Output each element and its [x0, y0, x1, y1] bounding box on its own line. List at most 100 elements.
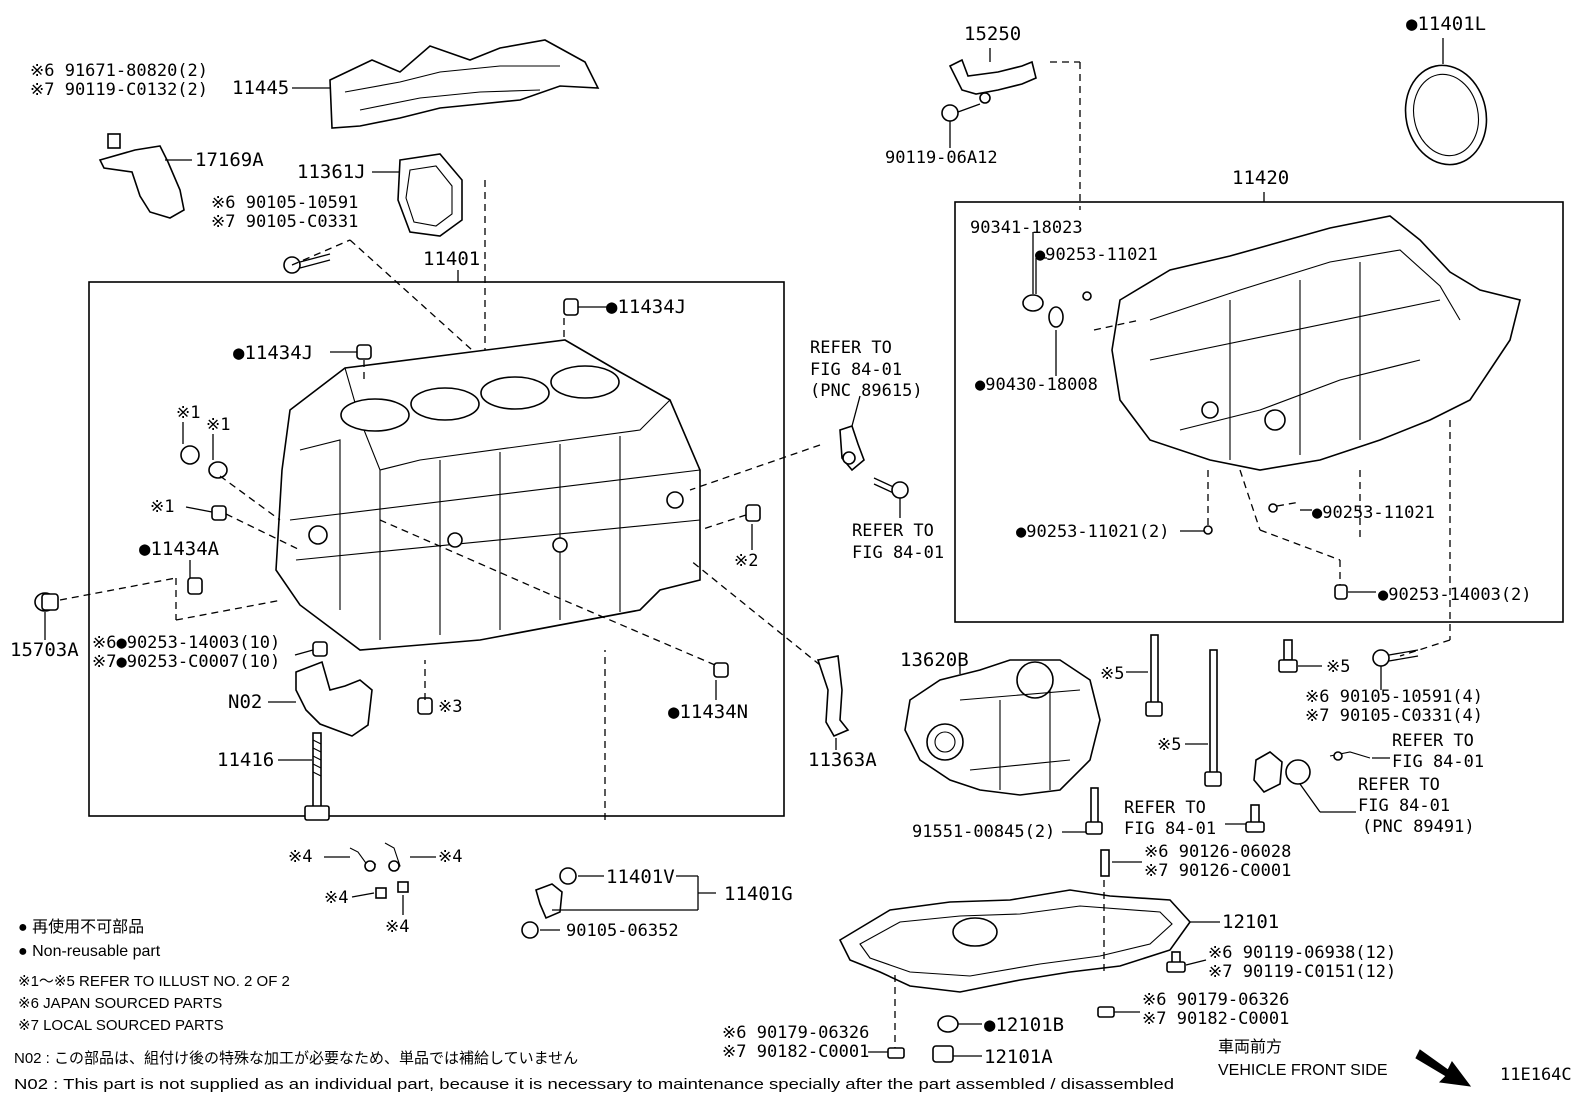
oil-pan-upper-illustration [1111, 215, 1521, 471]
label-90105-c0331-4: ※7 90105-C0331(4) [1305, 706, 1483, 726]
label-11401: 11401 [423, 248, 480, 270]
label-11434j-right: ●11434J [606, 296, 686, 318]
label-90253-11021-c: ●90253-11021(2) [1016, 522, 1170, 542]
refer-to-89491-line3: (PNC 89491) [1362, 817, 1475, 837]
label-90105-06352: 90105-06352 [566, 921, 679, 941]
label-90182-c0001-b: ※7 90182-C0001 [722, 1042, 869, 1062]
refer-to-89491-line1: REFER TO [1358, 775, 1440, 795]
bearing-cap-illustration [295, 660, 373, 737]
label-15250: 15250 [964, 23, 1021, 45]
label-90253-11021-b: ●90253-11021 [1312, 503, 1435, 523]
refer-to-89615-line2: FIG 84-01 [810, 360, 902, 380]
label-x1-a: ※1 [176, 403, 200, 423]
label-90341-18023: 90341-18023 [970, 218, 1083, 238]
label-11401v: 11401V [606, 866, 675, 888]
knock-sensor-illustration [839, 424, 865, 472]
refer-to-bolt-line1: REFER TO [852, 521, 934, 541]
refer-to-89615-line1: REFER TO [810, 338, 892, 358]
note-n02-en: N02 : This part is not supplied as an in… [14, 1076, 1174, 1093]
long-bolt-illustration [1145, 634, 1298, 787]
label-90119-06938: ※6 90119-06938(12) [1208, 943, 1396, 963]
label-12101: 12101 [1222, 911, 1279, 933]
oil-pan-upper-group-box [954, 201, 1564, 623]
label-90430-18008: ●90430-18008 [975, 375, 1098, 395]
label-90119-c0132: ※7 90119-C0132(2) [30, 80, 208, 100]
label-11363a: 11363A [808, 749, 877, 771]
label-11434j-left: ●11434J [233, 342, 313, 364]
bolt-illustration [283, 253, 331, 274]
legend-non-reusable-en: ● Non-reusable part [18, 943, 161, 960]
label-90253-14003-2: ●90253-14003(2) [1378, 585, 1532, 605]
cylinder-block-group-box [88, 281, 785, 817]
drain-plug-gasket-illustration [932, 1015, 959, 1063]
plug-illustration [34, 445, 228, 612]
label-90126-06028: ※6 90126-06028 [1144, 842, 1291, 862]
label-90179-06326-a: ※6 90179-06326 [1142, 990, 1289, 1010]
label-91551-00845: 91551-00845(2) [912, 822, 1055, 842]
label-x5-b: ※5 [1157, 735, 1181, 755]
refer-to-89491-line2: FIG 84-01 [1358, 796, 1450, 816]
label-90179-06326-b: ※6 90179-06326 [722, 1023, 869, 1043]
refer-to-a-line2: FIG 84-01 [1392, 752, 1484, 772]
label-x3: ※3 [438, 697, 462, 717]
label-90253-14003-10: ※6●90253-14003(10) [92, 633, 280, 653]
label-x5-a: ※5 [1100, 664, 1124, 684]
label-x4-b: ※4 [438, 847, 462, 867]
legend-refer-illust: ※1～※5 REFER TO ILLUST NO. 2 OF 2 [18, 973, 290, 990]
label-11420: 11420 [1232, 167, 1289, 189]
hose-illustration [816, 655, 850, 738]
stud-bolt-illustration [1085, 787, 1265, 877]
label-11445: 11445 [232, 77, 289, 99]
bracket-illustration [98, 133, 185, 219]
legend: ● 再使用不可部品 ● Non-reusable part ※1～※5 REFE… [14, 918, 1174, 1093]
label-13620b: 13620B [900, 649, 969, 671]
label-90105-10591: ※6 90105-10591 [211, 193, 358, 213]
label-91671: ※6 91671-80820(2) [30, 61, 208, 81]
vehicle-front-en: VEHICLE FRONT SIDE [1218, 1062, 1388, 1079]
oil-seal-illustration [1404, 64, 1488, 166]
refer-to-b-line2: FIG 84-01 [1124, 819, 1216, 839]
label-11401l: ●11401L [1406, 13, 1486, 35]
oil-pump-illustration [904, 659, 1101, 796]
label-11361j: 11361J [297, 161, 366, 183]
label-90105-10591-4: ※6 90105-10591(4) [1305, 687, 1483, 707]
label-90182-c0001-a: ※7 90182-C0001 [1142, 1009, 1289, 1029]
label-x1-b: ※1 [206, 415, 230, 435]
label-11434n: ●11434N [668, 701, 748, 723]
label-11434a: ●11434A [139, 538, 220, 560]
oil-control-valve-illustration [948, 58, 1037, 104]
refer-to-bolt-line2: FIG 84-01 [852, 543, 944, 563]
knock-sensor-bolt-illustration [873, 477, 909, 499]
cylinder-block-illustration [275, 339, 701, 651]
label-x5-c: ※5 [1326, 657, 1350, 677]
vehicle-front-jp: 車両前方 [1218, 1038, 1282, 1056]
label-x4-c: ※4 [324, 888, 348, 908]
label-90253-11021-a: ●90253-11021 [1035, 245, 1158, 265]
label-11401g: 11401G [724, 883, 793, 905]
legend-local-sourced: ※7 LOCAL SOURCED PARTS [18, 1017, 224, 1034]
direction-indicator: 車両前方 VEHICLE FRONT SIDE [1218, 1038, 1388, 1079]
label-n02: N02 [228, 691, 262, 713]
label-x4-d: ※4 [385, 917, 409, 937]
dowel-pin-illustration [187, 298, 761, 715]
label-12101b: ●12101B [984, 1014, 1064, 1036]
legend-non-reusable-jp: ● 再使用不可部品 [18, 918, 144, 936]
oil-pressure-switch-illustration [1253, 751, 1371, 793]
label-90119-c0151: ※7 90119-C0151(12) [1208, 962, 1396, 982]
label-x4-a: ※4 [288, 847, 312, 867]
label-x2: ※2 [734, 551, 758, 571]
ocv-bolt-illustration [941, 103, 981, 122]
label-90105-c0331: ※7 90105-C0331 [211, 212, 358, 232]
label-90119-06a12: 90119-06A12 [885, 148, 998, 168]
figure-id: 11E164C [1500, 1065, 1572, 1085]
note-n02-jp: N02 : この部品は、組付け後の特殊な加工が必要なため、単品では補給していませ… [14, 1050, 578, 1067]
gasket-illustration [397, 153, 463, 237]
label-90126-c0001: ※7 90126-C0001 [1144, 861, 1291, 881]
small-bracket-illustration [349, 842, 409, 899]
drain-plug-illustration [1022, 291, 1348, 600]
part-labels: ※6 91671-80820(2) ※7 90119-C0132(2) 1144… [10, 13, 1532, 1068]
refer-to-a-line1: REFER TO [1392, 731, 1474, 751]
refer-to-89615-line3: (PNC 89615) [810, 381, 923, 401]
vehicle-front-arrow-icon [1415, 1049, 1472, 1087]
